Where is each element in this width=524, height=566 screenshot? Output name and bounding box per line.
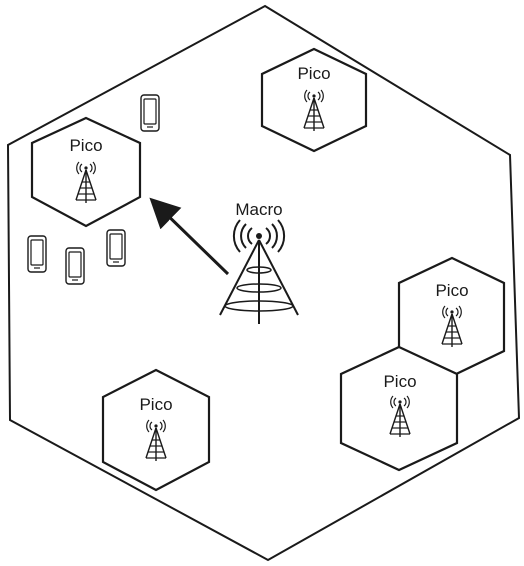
pico-label: Pico bbox=[297, 64, 330, 83]
mobile-phone-icon bbox=[140, 94, 160, 132]
pico-cell-top-left: Pico bbox=[30, 116, 142, 228]
pico-cell-bottom: Pico bbox=[101, 368, 211, 492]
pico-label: Pico bbox=[139, 395, 172, 414]
mobile-phone-icon bbox=[106, 229, 126, 267]
pico-label: Pico bbox=[435, 281, 468, 300]
macro-cell-boundary bbox=[6, 4, 521, 562]
pico-cell-top-right: Pico bbox=[260, 47, 368, 153]
macro-tower-icon bbox=[219, 219, 299, 324]
arrow-icon bbox=[149, 197, 230, 276]
pico-cell-right-lower: Pico bbox=[339, 345, 459, 472]
pico-label: Pico bbox=[383, 372, 416, 391]
macro-label: Macro bbox=[235, 200, 282, 219]
pico-label: Pico bbox=[69, 136, 102, 155]
mobile-phone-icon bbox=[65, 247, 85, 285]
mobile-phone-icon bbox=[27, 235, 47, 273]
